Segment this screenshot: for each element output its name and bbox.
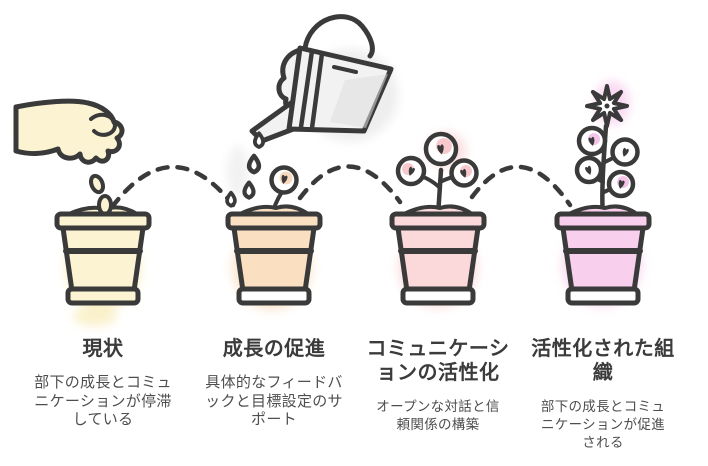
pot-4-icon <box>554 204 652 306</box>
watering-can-icon <box>249 14 394 144</box>
sprout-icon <box>269 165 299 218</box>
pot-1-icon <box>54 194 152 306</box>
stage-3-column: コミュニケーシ ョンの活性化 オープンな対話と信 頼関係の構築 <box>358 337 518 434</box>
stage-1-title: 現状 <box>82 338 124 360</box>
stage-4-description: 部下の成長とコミュ ニケーションが促進 される <box>540 399 666 450</box>
growth-stages-illustration <box>13 14 652 326</box>
falling-seed-icon <box>88 173 106 195</box>
hand-planting-seed-icon <box>13 98 125 195</box>
stage-3-title: コミュニケーシ ョンの活性化 <box>366 338 510 384</box>
arc-connector-3 <box>469 164 573 208</box>
planted-seed-icon <box>97 194 113 216</box>
stage-3-description: オープンな対話と信 頼関係の構築 <box>376 399 500 432</box>
stage-4-column: 活性化された組 織 部下の成長とコミュ ニケーションが促進 される <box>523 337 683 452</box>
arc-connector-2 <box>297 164 403 205</box>
arc-connector-1 <box>109 164 236 210</box>
stage-1-column: 現状 部下の成長とコミュ ニケーションが停滞 している <box>23 337 183 430</box>
pot-2-icon <box>225 204 323 306</box>
stage-2-description: 具体的なフィードバ ックと目標設定のサ ポート <box>205 374 343 428</box>
stage-2-title: 成長の促進 <box>222 338 326 360</box>
pot-3-icon <box>389 204 487 306</box>
stage-1-description: 部下の成長とコミュ ニケーションが停滞 している <box>34 374 172 428</box>
stage-2-column: 成長の促進 具体的なフィードバ ックと目標設定のサ ポート <box>194 337 354 430</box>
bounce-arc-connectors <box>109 164 573 210</box>
flowering-plant-icon <box>574 84 640 219</box>
stage-4-title: 活性化された組 織 <box>531 338 675 384</box>
